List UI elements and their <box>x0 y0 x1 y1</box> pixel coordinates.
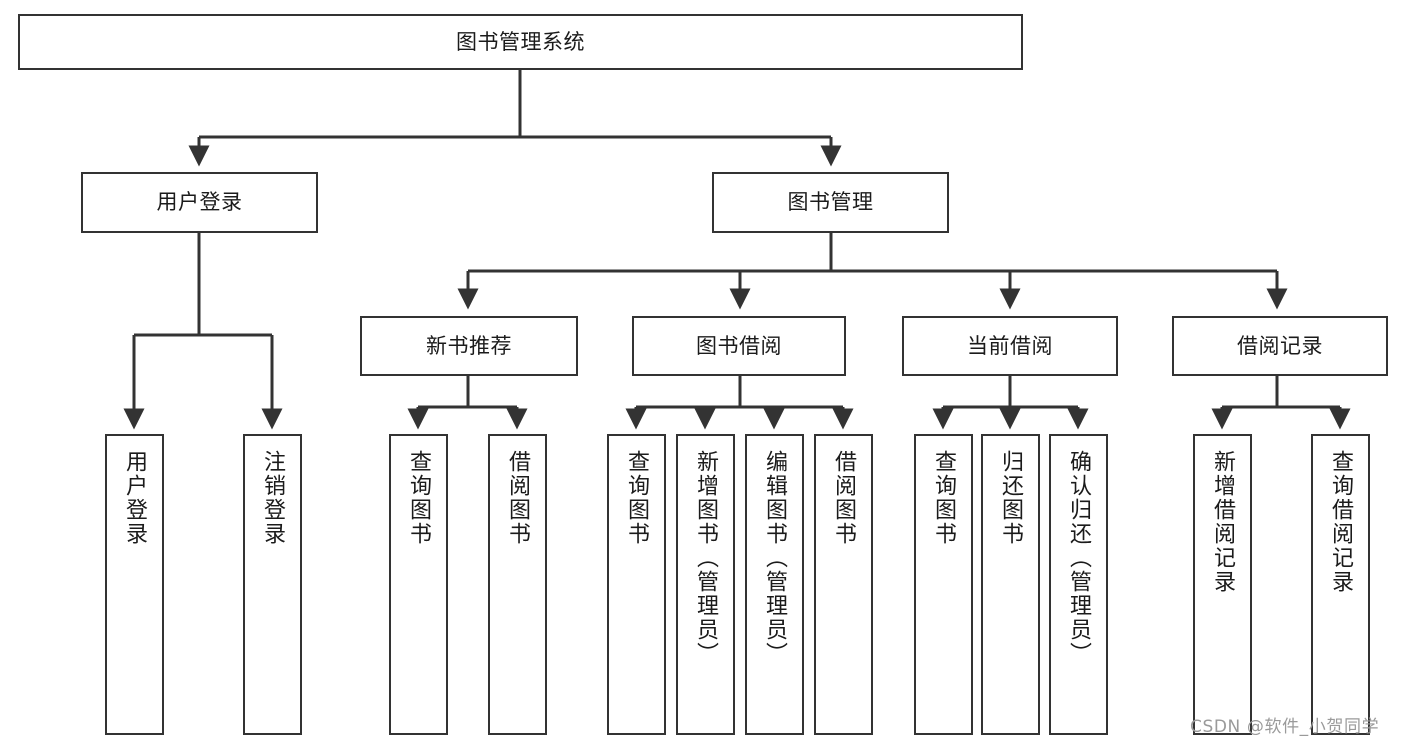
leaf-records-add-record[interactable]: 新增借阅记录 <box>1193 434 1252 735</box>
leaf-label: 借阅图书 <box>505 450 531 546</box>
node-book-borrow[interactable]: 图书借阅 <box>632 316 846 376</box>
node-book-management-label: 图书管理 <box>787 190 874 215</box>
leaf-new-book-borrow[interactable]: 借阅图书 <box>488 434 547 735</box>
leaf-current-query-book[interactable]: 查询图书 <box>914 434 973 735</box>
leaf-label: 新增图书（管理员） <box>693 450 719 666</box>
leaf-label: 用户登录 <box>122 450 148 546</box>
leaf-user-login-login[interactable]: 用户登录 <box>105 434 164 735</box>
leaf-borrow-borrow-book[interactable]: 借阅图书 <box>814 434 873 735</box>
node-user-login[interactable]: 用户登录 <box>81 172 318 233</box>
leaf-label: 查询图书 <box>931 450 957 546</box>
node-current-borrow[interactable]: 当前借阅 <box>902 316 1118 376</box>
leaf-records-query-record[interactable]: 查询借阅记录 <box>1311 434 1370 735</box>
node-book-management[interactable]: 图书管理 <box>712 172 949 233</box>
leaf-label: 查询图书 <box>406 450 432 546</box>
leaf-label: 确认归还（管理员） <box>1066 450 1092 666</box>
leaf-current-confirm-return-admin[interactable]: 确认归还（管理员） <box>1049 434 1108 735</box>
node-new-book-recommend-label: 新书推荐 <box>426 333 512 358</box>
leaf-current-return-book[interactable]: 归还图书 <box>981 434 1040 735</box>
leaf-label: 归还图书 <box>998 450 1024 546</box>
node-user-login-label: 用户登录 <box>156 190 243 215</box>
node-new-book-recommend[interactable]: 新书推荐 <box>360 316 578 376</box>
leaf-user-login-logout[interactable]: 注销登录 <box>243 434 302 735</box>
leaf-new-book-query[interactable]: 查询图书 <box>389 434 448 735</box>
leaf-label: 编辑图书（管理员） <box>762 450 788 666</box>
leaf-borrow-query-book[interactable]: 查询图书 <box>607 434 666 735</box>
leaf-label: 查询图书 <box>624 450 650 546</box>
node-root-label: 图书管理系统 <box>456 29 585 54</box>
node-root[interactable]: 图书管理系统 <box>18 14 1023 70</box>
node-current-borrow-label: 当前借阅 <box>967 333 1053 358</box>
leaf-borrow-add-book-admin[interactable]: 新增图书（管理员） <box>676 434 735 735</box>
leaf-label: 新增借阅记录 <box>1210 450 1236 594</box>
leaf-label: 注销登录 <box>260 450 286 546</box>
node-borrow-records[interactable]: 借阅记录 <box>1172 316 1388 376</box>
leaf-borrow-edit-book-admin[interactable]: 编辑图书（管理员） <box>745 434 804 735</box>
node-borrow-records-label: 借阅记录 <box>1237 333 1323 358</box>
node-book-borrow-label: 图书借阅 <box>696 333 782 358</box>
leaf-label: 借阅图书 <box>831 450 857 546</box>
leaf-label: 查询借阅记录 <box>1328 450 1354 594</box>
